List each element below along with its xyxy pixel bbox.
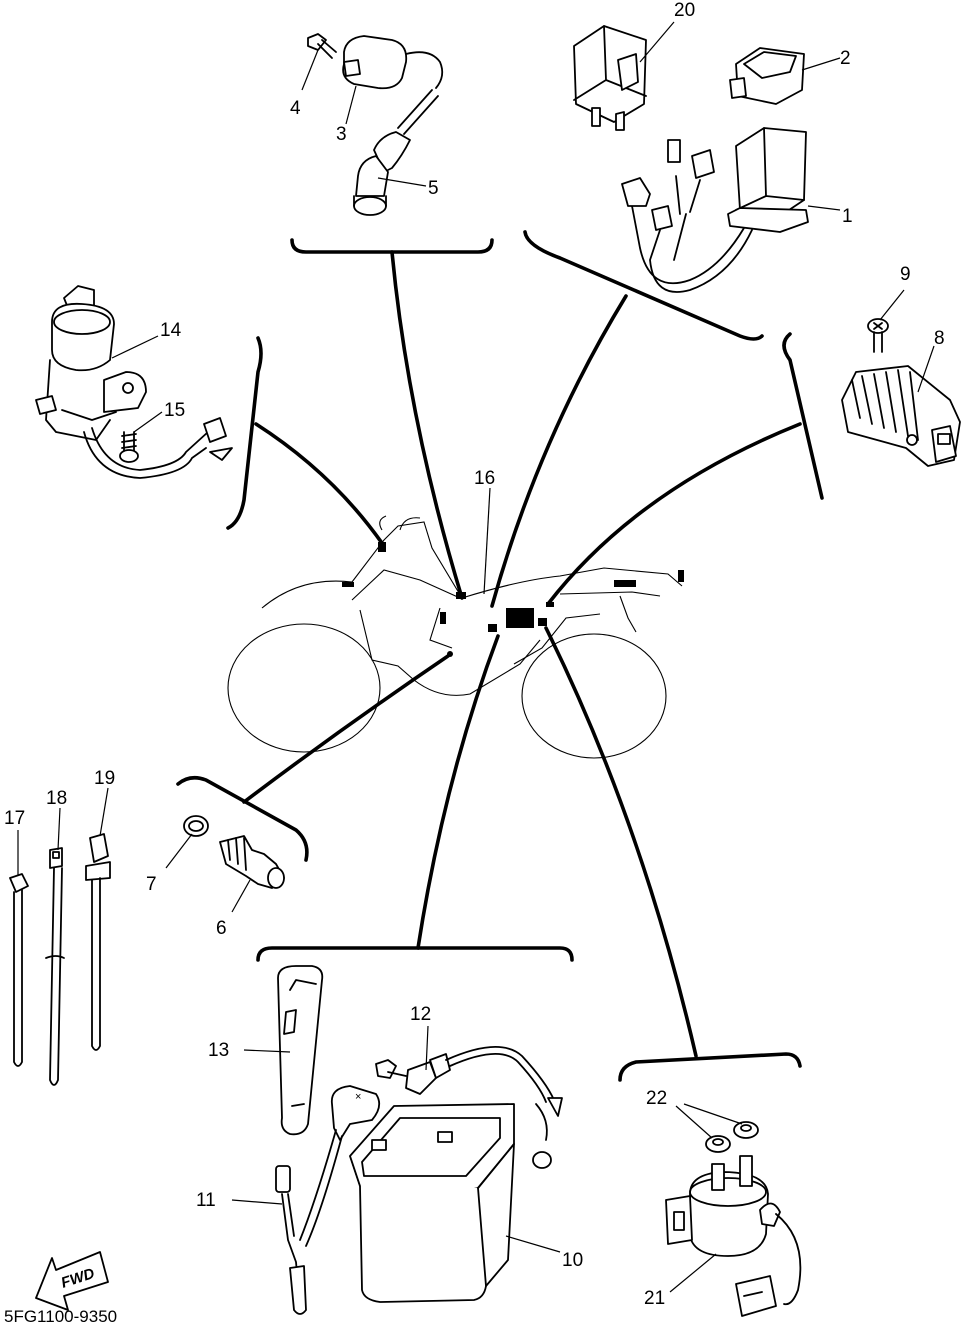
starter-relay-location — [538, 618, 547, 626]
part-battery-cable-12 — [375, 1046, 563, 1169]
callout-14: 14 — [160, 320, 182, 341]
front-wheel — [227, 623, 381, 753]
callouts: 1 2 3 4 5 6 7 8 9 10 11 12 13 14 15 16 1… — [4, 0, 945, 1309]
callout-8: 8 — [934, 328, 945, 349]
svg-text:×: × — [355, 1091, 361, 1103]
bracket-rectifier-group — [782, 332, 824, 500]
callout-12: 12 — [410, 1004, 431, 1025]
connector-lines — [242, 250, 802, 1058]
fuel-tank-front — [351, 569, 461, 601]
taillight-location — [614, 580, 636, 587]
motorcycle-outline — [227, 515, 684, 759]
callout-18: 18 — [46, 788, 67, 809]
callout-19: 19 — [94, 768, 115, 789]
engine-outline — [359, 609, 541, 696]
rear-wheel — [521, 633, 667, 759]
coil-location — [456, 592, 466, 599]
part-starter-relay-21 — [665, 1155, 802, 1317]
callout-6: 6 — [216, 918, 227, 939]
swingarm — [513, 613, 601, 665]
leader-lines — [17, 21, 935, 1293]
battery-location — [506, 608, 534, 628]
part-spark-plug-cap-5 — [353, 131, 411, 216]
headlight-location — [342, 582, 354, 587]
callout-2: 2 — [840, 48, 851, 69]
connector-line-neutral-switch — [242, 654, 450, 804]
part-gasket-7 — [183, 815, 209, 837]
part-rectifier-regulator-8 — [841, 365, 961, 467]
callout-15: 15 — [164, 400, 185, 421]
callout-10: 10 — [562, 1250, 583, 1271]
callout-21: 21 — [644, 1288, 665, 1309]
part-nuts-22 — [705, 1121, 759, 1153]
part-screw-15 — [119, 431, 139, 463]
handlebar-and-headstock — [351, 521, 463, 599]
rear-signal-location — [678, 570, 684, 582]
part-bolt-4 — [307, 33, 337, 59]
connector-line-starter-relay — [544, 626, 698, 1058]
connector-line-battery — [416, 634, 500, 950]
frame-downtube — [429, 607, 453, 649]
diagram-code: 5FG1100-9350 — [4, 1307, 117, 1325]
part-cdi-unit-1 — [621, 127, 809, 293]
bracket-cdi-group — [523, 230, 764, 341]
neutral-switch-location — [447, 651, 453, 657]
connector-line-ignition-coil — [390, 250, 464, 600]
connector-line-main-switch — [254, 422, 386, 548]
part-neutral-switch-6 — [219, 835, 285, 889]
bracket-starter-relay-group — [618, 1052, 802, 1082]
callout-16: 16 — [474, 468, 495, 489]
switch-location — [378, 542, 386, 552]
part-band-18 — [45, 847, 65, 1086]
fwd-arrow-icon: FWD — [35, 1251, 109, 1311]
part-coupler-2 — [729, 47, 805, 105]
part-battery-10 — [349, 1103, 515, 1303]
part-breather-11: × — [275, 1085, 381, 1315]
bracket-neutral-switch-group — [176, 775, 309, 862]
part-main-switch-14 — [35, 285, 233, 479]
part-relay-20 — [573, 25, 647, 131]
connector-line-rectifier — [546, 422, 802, 606]
rear-subframe — [559, 591, 661, 597]
rear-light-bracket — [619, 595, 637, 633]
cdi-location — [440, 612, 446, 624]
callout-9: 9 — [900, 264, 911, 285]
callout-4: 4 — [290, 98, 301, 119]
handlebars — [379, 515, 421, 531]
part-battery-band-13 — [277, 965, 324, 1136]
bracket-battery-group — [256, 946, 574, 962]
part-cable-tie-17 — [9, 873, 29, 1067]
callout-17: 17 — [4, 808, 25, 829]
callout-3: 3 — [336, 124, 347, 145]
callout-7: 7 — [146, 874, 157, 895]
part-clamp-19 — [85, 833, 111, 1051]
part-screw-9 — [867, 318, 889, 353]
seat-and-tail — [461, 567, 683, 599]
group-brackets — [176, 230, 824, 1082]
part-ignition-coil-3 — [342, 35, 444, 135]
bracket-main-switch-group — [226, 336, 263, 530]
callout-20: 20 — [674, 0, 695, 21]
callout-1: 1 — [842, 206, 853, 227]
callout-22: 22 — [646, 1088, 667, 1109]
callout-13: 13 — [208, 1040, 229, 1061]
callout-5: 5 — [428, 178, 439, 199]
relay-location — [488, 624, 497, 632]
callout-11: 11 — [196, 1190, 216, 1211]
connector-line-cdi — [490, 294, 628, 608]
rectifier-location — [546, 602, 554, 607]
front-fender — [261, 580, 353, 609]
